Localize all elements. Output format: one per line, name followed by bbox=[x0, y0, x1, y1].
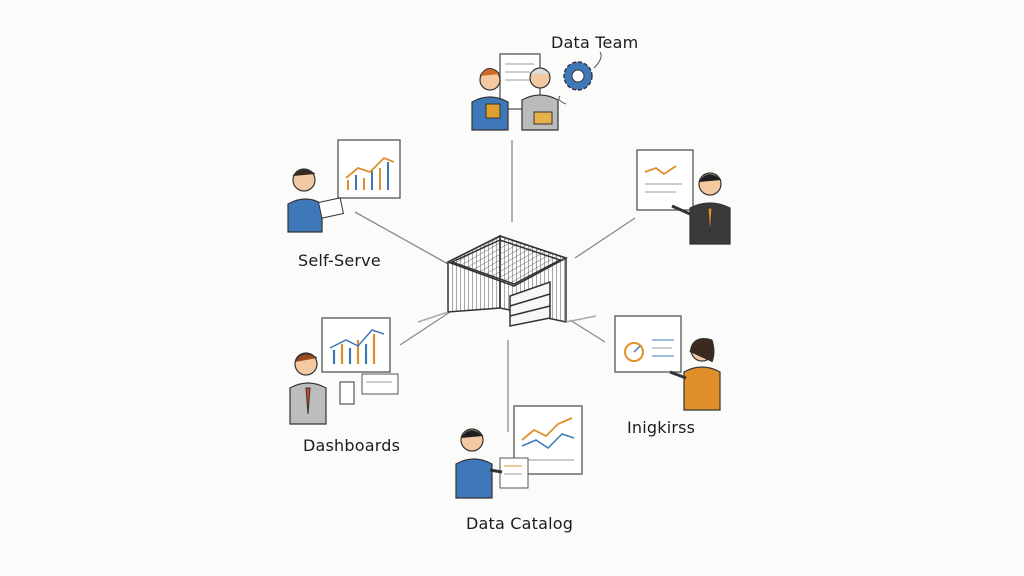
data-catalog-group bbox=[455, 405, 583, 499]
connector-self-serve bbox=[354, 211, 449, 265]
person-icon bbox=[671, 172, 731, 245]
person-icon bbox=[471, 68, 509, 131]
connector-right-top bbox=[574, 217, 636, 259]
label-data-team: Data Team bbox=[551, 33, 639, 52]
connector-insights bbox=[569, 319, 606, 343]
connector-dashboards bbox=[399, 311, 451, 346]
person-icon bbox=[521, 67, 559, 131]
person-icon bbox=[289, 352, 355, 425]
connector-lines bbox=[354, 140, 636, 432]
label-self-serve: Self-Serve bbox=[298, 251, 381, 270]
label-data-catalog: Data Catalog bbox=[466, 514, 574, 533]
person-icon bbox=[455, 428, 503, 499]
person-icon bbox=[287, 168, 345, 233]
label-insights: Inigkirss bbox=[627, 418, 696, 437]
dashboards-group bbox=[289, 317, 399, 425]
chart-icon bbox=[614, 315, 682, 373]
insights-group bbox=[614, 315, 721, 411]
chart-icon bbox=[636, 149, 694, 211]
self-serve-group bbox=[287, 139, 401, 233]
person-icon bbox=[669, 338, 721, 411]
label-dashboards: Dashboards bbox=[303, 436, 401, 455]
warehouse-icon bbox=[417, 234, 597, 327]
gear-icon bbox=[558, 51, 602, 105]
data-team-group bbox=[471, 51, 602, 131]
right-top-group bbox=[636, 149, 731, 245]
